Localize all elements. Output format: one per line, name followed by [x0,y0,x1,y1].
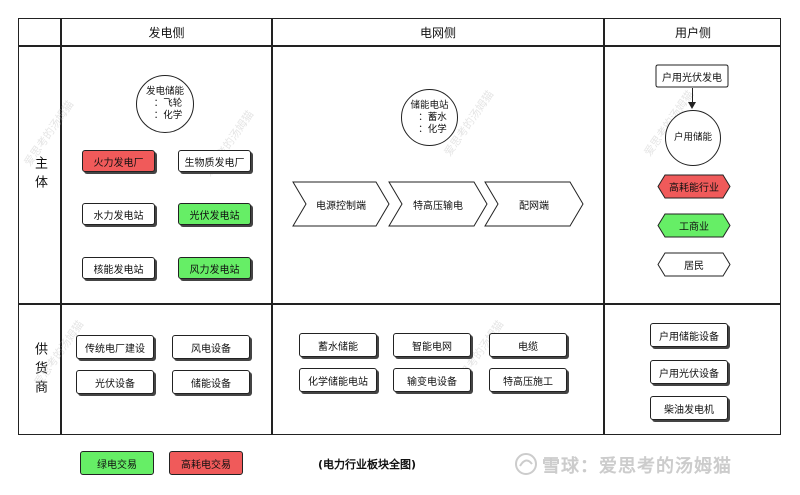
supplier-home-storage: 户用储能设备 [650,323,728,347]
diagram-title: (电力行业板块全图) [318,458,417,471]
row-header-subject: 主体 [32,156,47,194]
segment-commercial: 工商业 [657,213,731,238]
circle-title: 储能电站 [410,99,449,111]
plant-hydro: 水力发电站 [82,203,155,225]
arrow-down-icon [692,88,693,104]
divider [603,18,605,435]
hexagon-shape [657,252,731,277]
supplier-pumped-storage: 蓄水储能 [299,333,377,357]
plant-thermal: 火力发电厂 [82,150,155,172]
generation-storage-circle: 发电储能 ：飞轮 ：化学 [136,75,194,133]
segment-label: 高耗能行业 [669,183,719,194]
plant-biomass: 生物质发电厂 [178,150,251,172]
chain-label: 电源控制端 [316,200,366,212]
supplier-transformer-equipment: 输变电设备 [393,368,471,392]
chain-label: 配网端 [519,200,549,212]
circle-line: ：飞轮 [153,98,183,109]
chevron-shape [484,181,584,227]
segment-label: 居民 [684,261,704,272]
user-storage-circle: 户用储能 [665,110,721,166]
plant-nuclear: 核能发电站 [82,257,155,279]
column-header-grid: 电网侧 [419,25,456,40]
document-shape [655,64,729,88]
chain-power-control: 电源控制端 [292,181,390,227]
supplier-traditional-plant: 传统电厂建设 [76,335,154,359]
chain-label: 特高压输电 [413,200,463,212]
chain-uhv-transmission: 特高压输电 [388,181,488,227]
user-pv-label: 户用光伏发电 [662,72,722,84]
supplier-diesel-generator: 柴油发电机 [650,396,728,420]
snowball-logo-icon [514,452,538,476]
divider [18,303,781,305]
plant-solar: 光伏发电站 [178,203,251,225]
hexagon-shape [657,174,731,199]
divider [271,18,273,435]
supplier-chemical-storage: 化学储能电站 [299,368,377,392]
chain-distribution: 配网端 [484,181,584,227]
supplier-cable: 电缆 [489,333,567,357]
divider [60,18,62,435]
circle-line: ：蓄水 [418,111,447,123]
hexagon-shape [657,213,731,238]
legend-high-consumption-trade: 高耗电交易 [169,451,243,475]
circle-title: 发电储能 [145,86,184,97]
supplier-uhv-construction: 特高压施工 [489,368,567,392]
row-header-supplier: 供货商 [32,341,47,399]
supplier-wind-equipment: 风电设备 [172,335,250,359]
supplier-solar-equipment: 光伏设备 [76,370,154,394]
legend-green-trade: 绿电交易 [80,451,154,475]
segment-label: 工商业 [679,222,709,233]
circle-line: ：化学 [418,123,447,135]
diagram-table [18,18,781,435]
circle-line: ：化学 [153,110,183,121]
supplier-storage-equipment: 储能设备 [172,370,250,394]
divider [18,45,781,47]
segment-high-energy: 高耗能行业 [657,174,731,199]
chevron-shape [388,181,488,227]
user-storage-label: 户用储能 [673,132,712,143]
segment-residential: 居民 [657,252,731,277]
plant-wind: 风力发电站 [178,257,251,279]
column-header-user: 用户侧 [674,25,711,40]
user-pv-generation: 户用光伏发电 [655,64,729,88]
brand-watermark: 雪球：爱思考的汤姆猫 [542,456,732,477]
column-header-generation: 发电侧 [148,25,185,40]
grid-storage-circle: 储能电站 ：蓄水 ：化学 [401,89,458,146]
supplier-smart-grid: 智能电网 [393,333,471,357]
supplier-home-pv: 户用光伏设备 [650,360,728,384]
arrow-head-icon [688,102,696,109]
chevron-shape [292,181,390,227]
